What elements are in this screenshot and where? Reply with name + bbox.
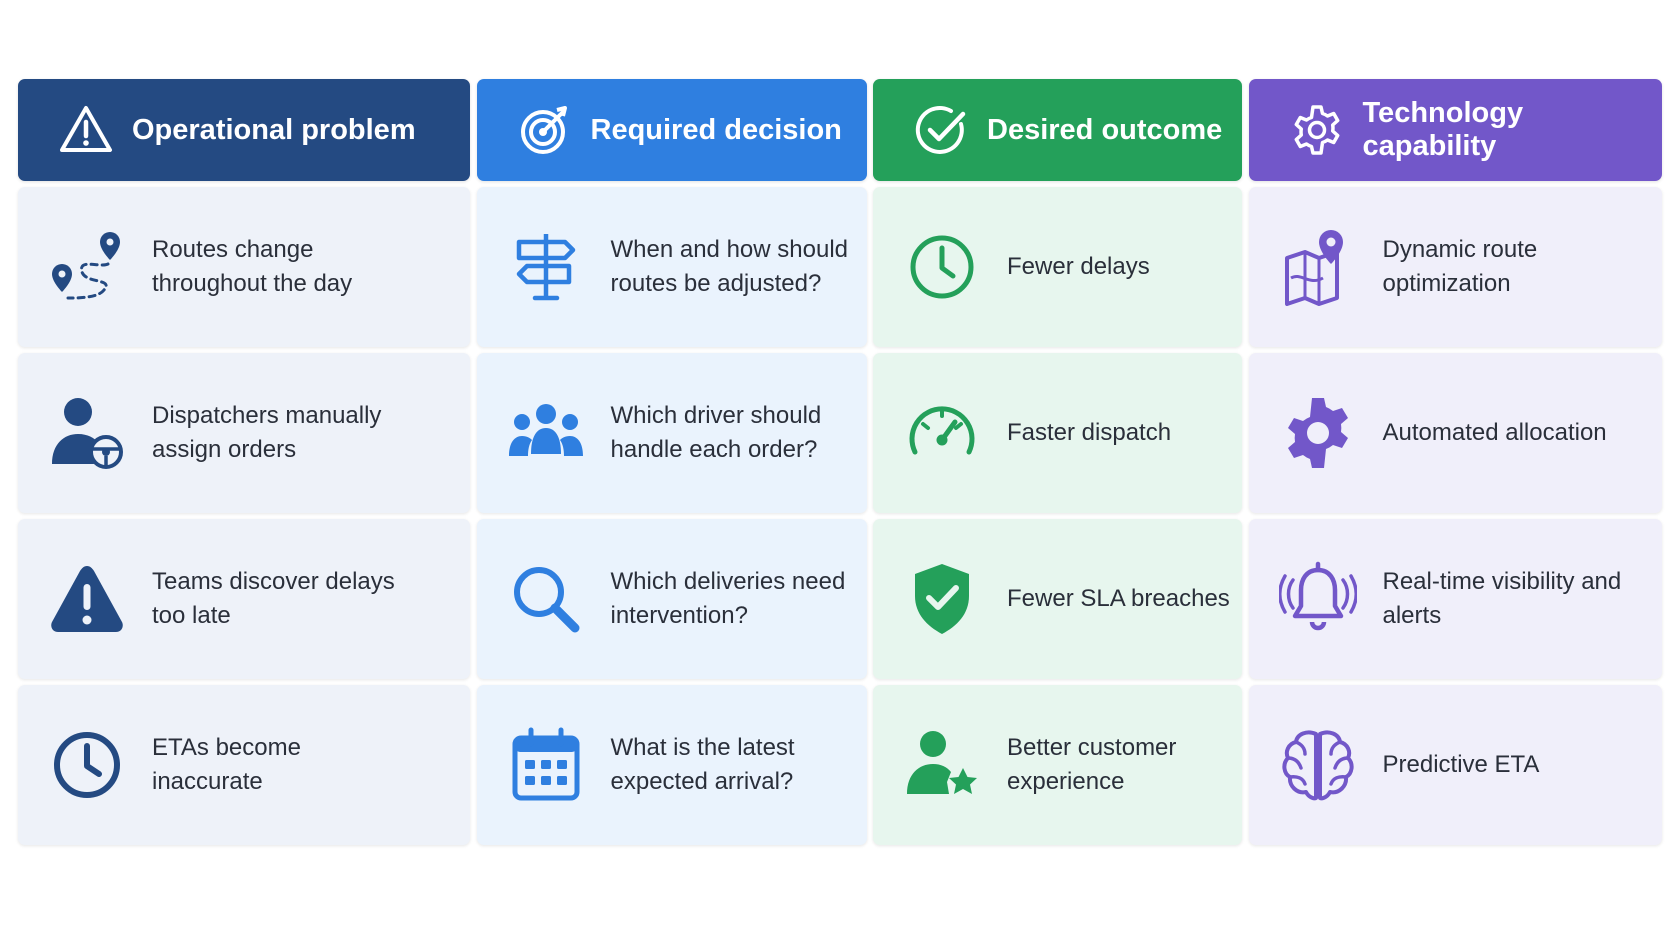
- header-label: Operational problem: [132, 113, 416, 146]
- bell-alert-icon: [1278, 560, 1357, 638]
- outcome-text: Better customer experience: [1007, 734, 1177, 795]
- cell-dispatchers-manual: Dispatchers manually assign orders: [18, 353, 470, 513]
- header-operational-problem: Operational problem: [18, 79, 470, 181]
- cell-fewer-sla: Fewer SLA breaches: [873, 519, 1242, 679]
- warning-triangle-icon: [58, 102, 114, 158]
- gear-icon: [1289, 102, 1345, 158]
- cell-etas-inaccurate: ETAs become inaccurate: [18, 685, 470, 845]
- cell-dynamic-route: Dynamic route optimization: [1248, 187, 1662, 347]
- problem-text: Routes change throughout the day: [152, 236, 353, 297]
- technology-text: Automated allocation: [1382, 419, 1607, 446]
- calendar-icon: [507, 726, 585, 804]
- outcome-text: Fewer SLA breaches: [1007, 585, 1230, 612]
- cell-fewer-delays: Fewer delays: [873, 187, 1242, 347]
- check-circle-icon: [913, 102, 969, 158]
- cell-realtime-visibility: Real-time visibility and alerts: [1248, 519, 1662, 679]
- problem-text: ETAs become inaccurate: [152, 734, 301, 795]
- decision-text: When and how should routes be adjusted?: [610, 236, 849, 297]
- cell-predictive-eta: Predictive ETA: [1248, 685, 1662, 845]
- cell-better-experience: Better customer experience: [873, 685, 1242, 845]
- route-pins-icon: [48, 228, 126, 306]
- header-label: Desired outcome: [987, 113, 1223, 146]
- header-required-decision: Required decision: [476, 79, 867, 181]
- user-star-icon: [903, 726, 981, 804]
- comparison-grid: Operational problem Required decision De…: [18, 79, 1662, 845]
- problem-text: Dispatchers manually assign orders: [152, 402, 382, 463]
- technology-text: Real-time visibility and alerts: [1382, 568, 1622, 629]
- decision-text: What is the latest expected arrival?: [610, 734, 795, 795]
- outcome-text: Faster dispatch: [1007, 419, 1172, 446]
- brain-icon: [1279, 726, 1357, 804]
- header-desired-outcome: Desired outcome: [873, 79, 1242, 181]
- target-icon: [517, 102, 573, 158]
- users-group-icon: [507, 394, 585, 472]
- header-label: Technology capability: [1362, 97, 1524, 162]
- decision-text: Which driver should handle each order?: [610, 402, 822, 463]
- driver-user-icon: [48, 394, 126, 472]
- outcome-text: Fewer delays: [1007, 253, 1150, 280]
- cell-faster-dispatch: Faster dispatch: [873, 353, 1242, 513]
- header-label: Required decision: [590, 113, 842, 146]
- search-icon: [507, 560, 585, 638]
- technology-text: Predictive ETA: [1382, 751, 1540, 778]
- map-pin-icon: [1279, 228, 1357, 306]
- gear-icon: [1279, 394, 1357, 472]
- cell-routes-adjusted: When and how should routes be adjusted?: [476, 187, 867, 347]
- problem-text: Teams discover delays too late: [152, 568, 395, 629]
- clock-icon: [48, 726, 126, 804]
- warning-triangle-icon: [48, 560, 126, 638]
- technology-text: Dynamic route optimization: [1382, 236, 1538, 297]
- cell-latest-arrival: What is the latest expected arrival?: [476, 685, 867, 845]
- cell-deliveries-intervention: Which deliveries need intervention?: [476, 519, 867, 679]
- shield-check-icon: [903, 560, 981, 638]
- signpost-icon: [507, 228, 585, 306]
- header-technology-capability: Technology capability: [1248, 79, 1662, 181]
- cell-automated-allocation: Automated allocation: [1248, 353, 1662, 513]
- cell-which-driver: Which driver should handle each order?: [476, 353, 867, 513]
- clock-icon: [903, 228, 981, 306]
- decision-text: Which deliveries need intervention?: [610, 568, 846, 629]
- cell-routes-change: Routes change throughout the day: [18, 187, 470, 347]
- speedometer-icon: [903, 394, 981, 472]
- cell-teams-discover: Teams discover delays too late: [18, 519, 470, 679]
